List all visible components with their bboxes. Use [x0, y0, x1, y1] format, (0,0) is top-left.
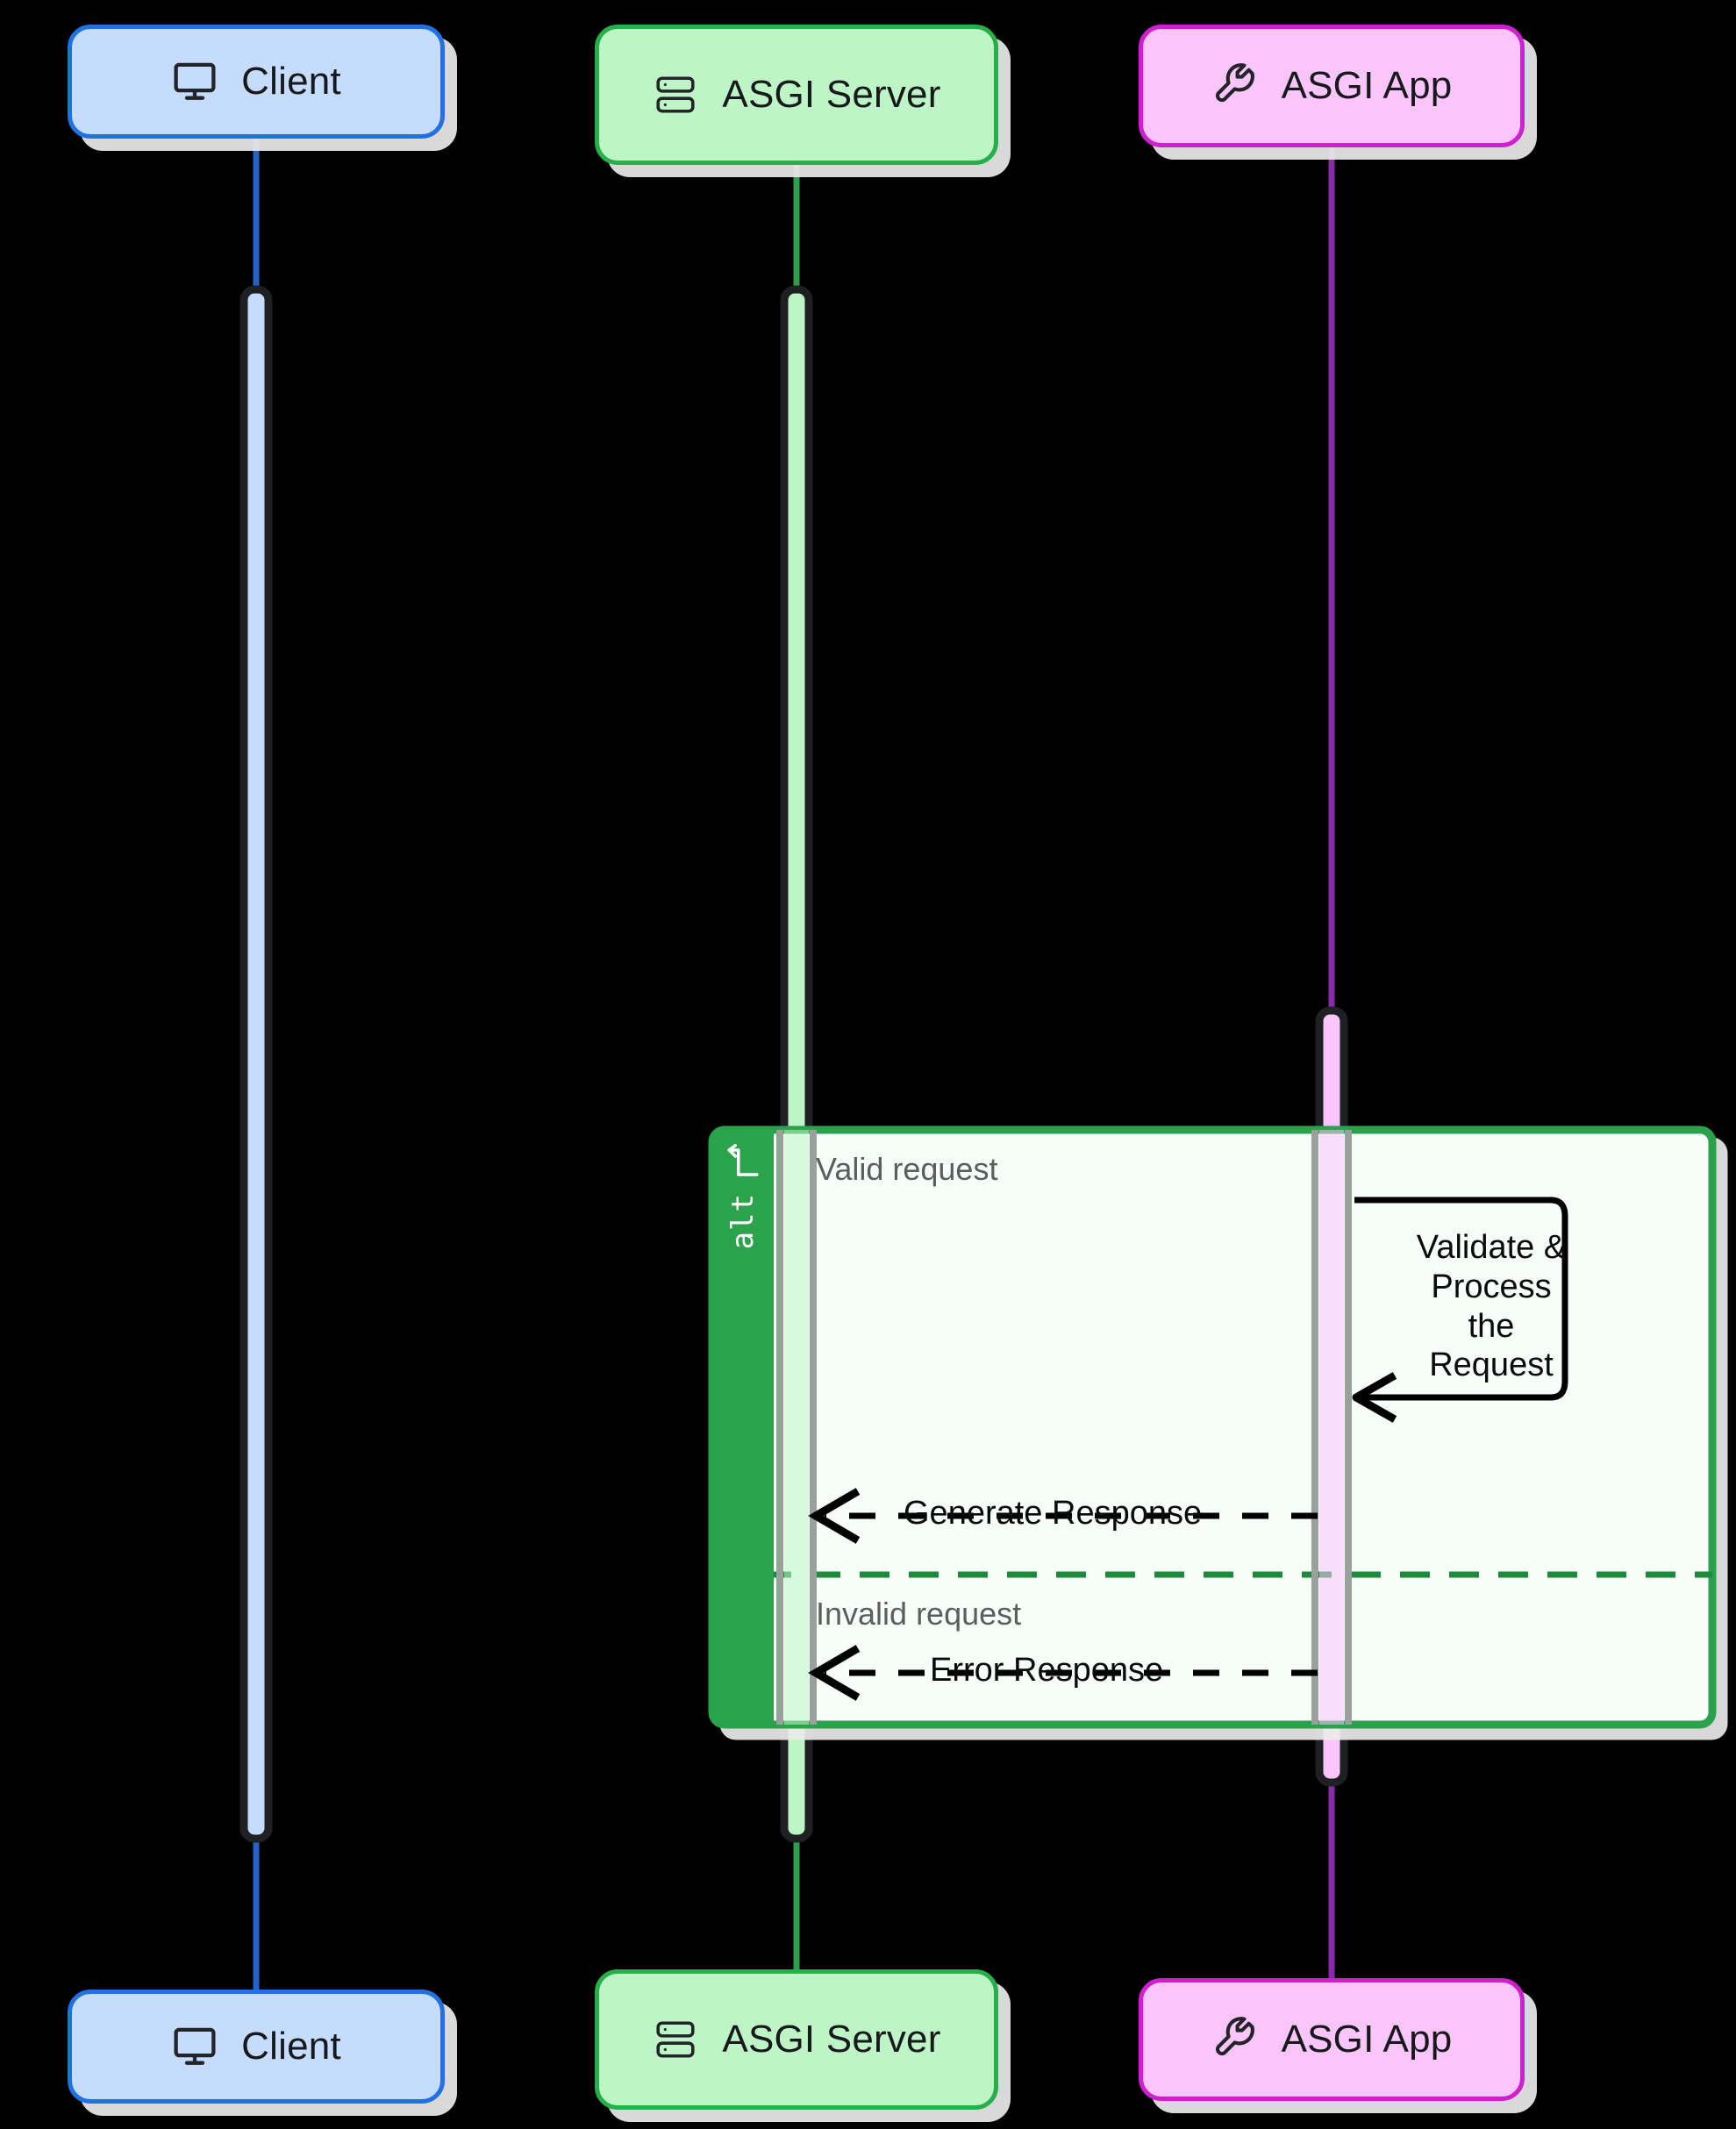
- wrench-icon: [1211, 2016, 1259, 2063]
- monitor-icon: [171, 2023, 218, 2070]
- alt-fragment-label: alt: [725, 1193, 761, 1250]
- note-validate-process-request: Validate & Process the Request: [1416, 1229, 1567, 1384]
- alt-fragment-box: [708, 1125, 1717, 1729]
- server-rack-icon: [652, 2016, 699, 2063]
- participant-label-asgi-server-bottom: ASGI Server: [722, 2018, 941, 2061]
- monitor-icon: [171, 58, 218, 105]
- branch-condition-valid: Valid request: [816, 1151, 998, 1187]
- participant-label-asgi-app-bottom: ASGI App: [1281, 2018, 1453, 2061]
- branch-split-icon: [727, 1144, 759, 1176]
- message-generate-response: [808, 1488, 1318, 1544]
- activation-overlay-server: [776, 1130, 817, 1725]
- participant-label-asgi-app-top: ASGI App: [1281, 64, 1453, 107]
- participant-label-client-top: Client: [241, 60, 341, 103]
- participant-box-asgi-app-top[interactable]: ASGI App: [1139, 25, 1525, 147]
- message-label-error-response: Error Response: [930, 1652, 1164, 1689]
- participant-label-client-bottom: Client: [241, 2025, 341, 2068]
- participant-box-asgi-app-bottom[interactable]: ASGI App: [1139, 1978, 1525, 2101]
- participant-box-asgi-server-bottom[interactable]: ASGI Server: [595, 1969, 998, 2110]
- self-loop-validate-process: [1352, 1197, 1568, 1423]
- message-label-generate-response: Generate Response: [904, 1495, 1203, 1532]
- wrench-icon: [1211, 62, 1259, 110]
- server-rack-icon: [652, 71, 699, 118]
- branch-condition-invalid: Invalid request: [816, 1596, 1022, 1632]
- participant-box-client-top[interactable]: Client: [68, 25, 445, 139]
- participant-box-asgi-server-top[interactable]: ASGI Server: [595, 25, 998, 165]
- activation-bar-client: [239, 285, 273, 1843]
- alt-fragment-tab: alt: [712, 1130, 774, 1725]
- participant-label-asgi-server-top: ASGI Server: [722, 73, 941, 116]
- activation-overlay-app: [1311, 1130, 1352, 1725]
- participant-box-client-bottom[interactable]: Client: [68, 1990, 445, 2104]
- message-error-response: [808, 1645, 1318, 1701]
